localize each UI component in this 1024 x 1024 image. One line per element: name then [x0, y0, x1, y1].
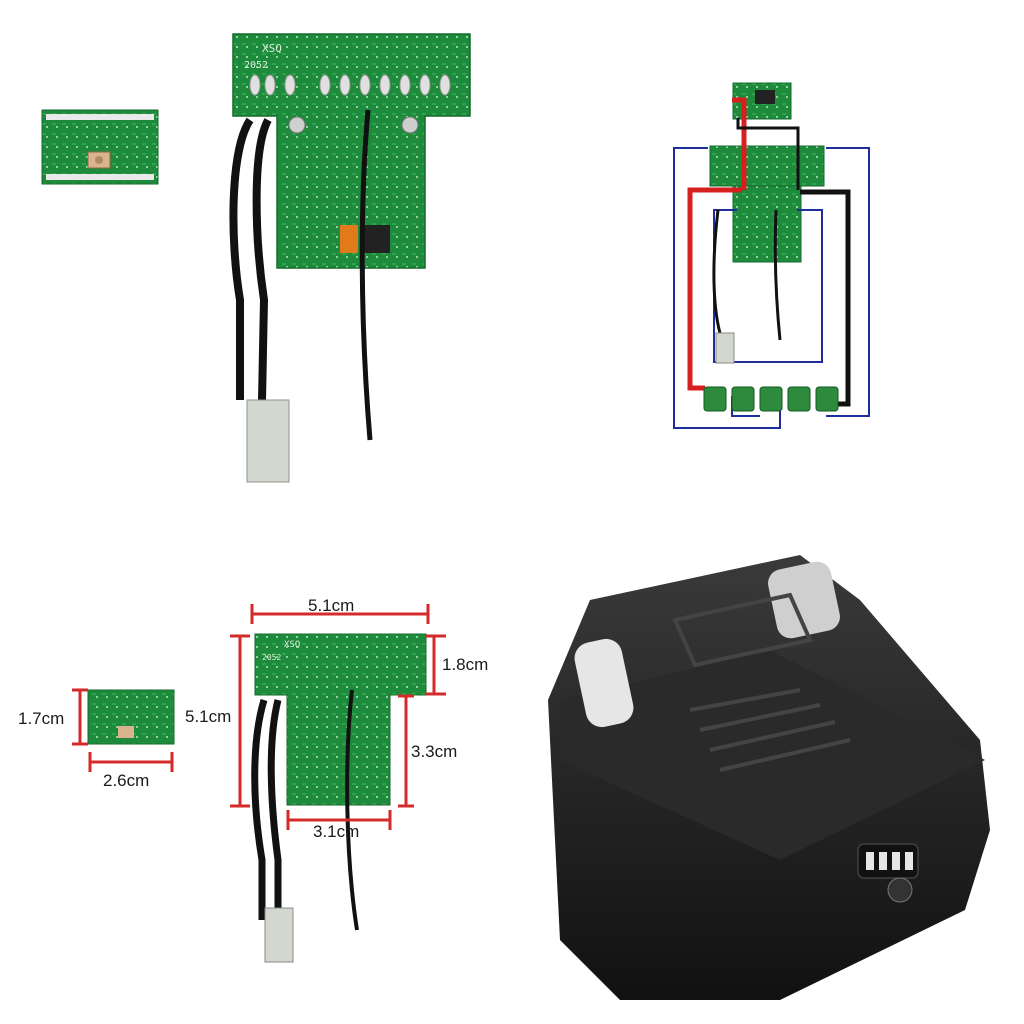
wiring-diagram — [673, 82, 870, 429]
dim-small-width: 2.6cm — [103, 771, 149, 790]
svg-text:2052: 2052 — [262, 653, 281, 662]
check-button-icon — [887, 877, 913, 903]
dim-top-height: 1.8cm — [442, 655, 488, 674]
dimension-photo: XSQ 2052 5.1cm 5.1cm 1.8cm 3.3cm 3.1cm 1… — [18, 596, 488, 963]
dim-small-height: 1.7cm — [18, 709, 64, 728]
dim-lower-height: 3.3cm — [411, 742, 457, 761]
svg-text:XSQ: XSQ — [284, 640, 300, 650]
silk-code: XSQ — [262, 42, 282, 55]
product-photo-boards: XSQ 2052 — [41, 33, 471, 483]
battery-pack-photo — [548, 555, 990, 1000]
dim-main-width: 5.1cm — [308, 596, 354, 615]
main-pcb-board: XSQ 2052 — [232, 33, 471, 269]
dim-lower-width: 3.1cm — [313, 822, 359, 841]
silk-batch: 2052 — [244, 60, 268, 71]
thermistor-connector — [246, 399, 290, 483]
small-pcb-board — [41, 109, 159, 185]
dim-main-height: 5.1cm — [185, 707, 231, 726]
